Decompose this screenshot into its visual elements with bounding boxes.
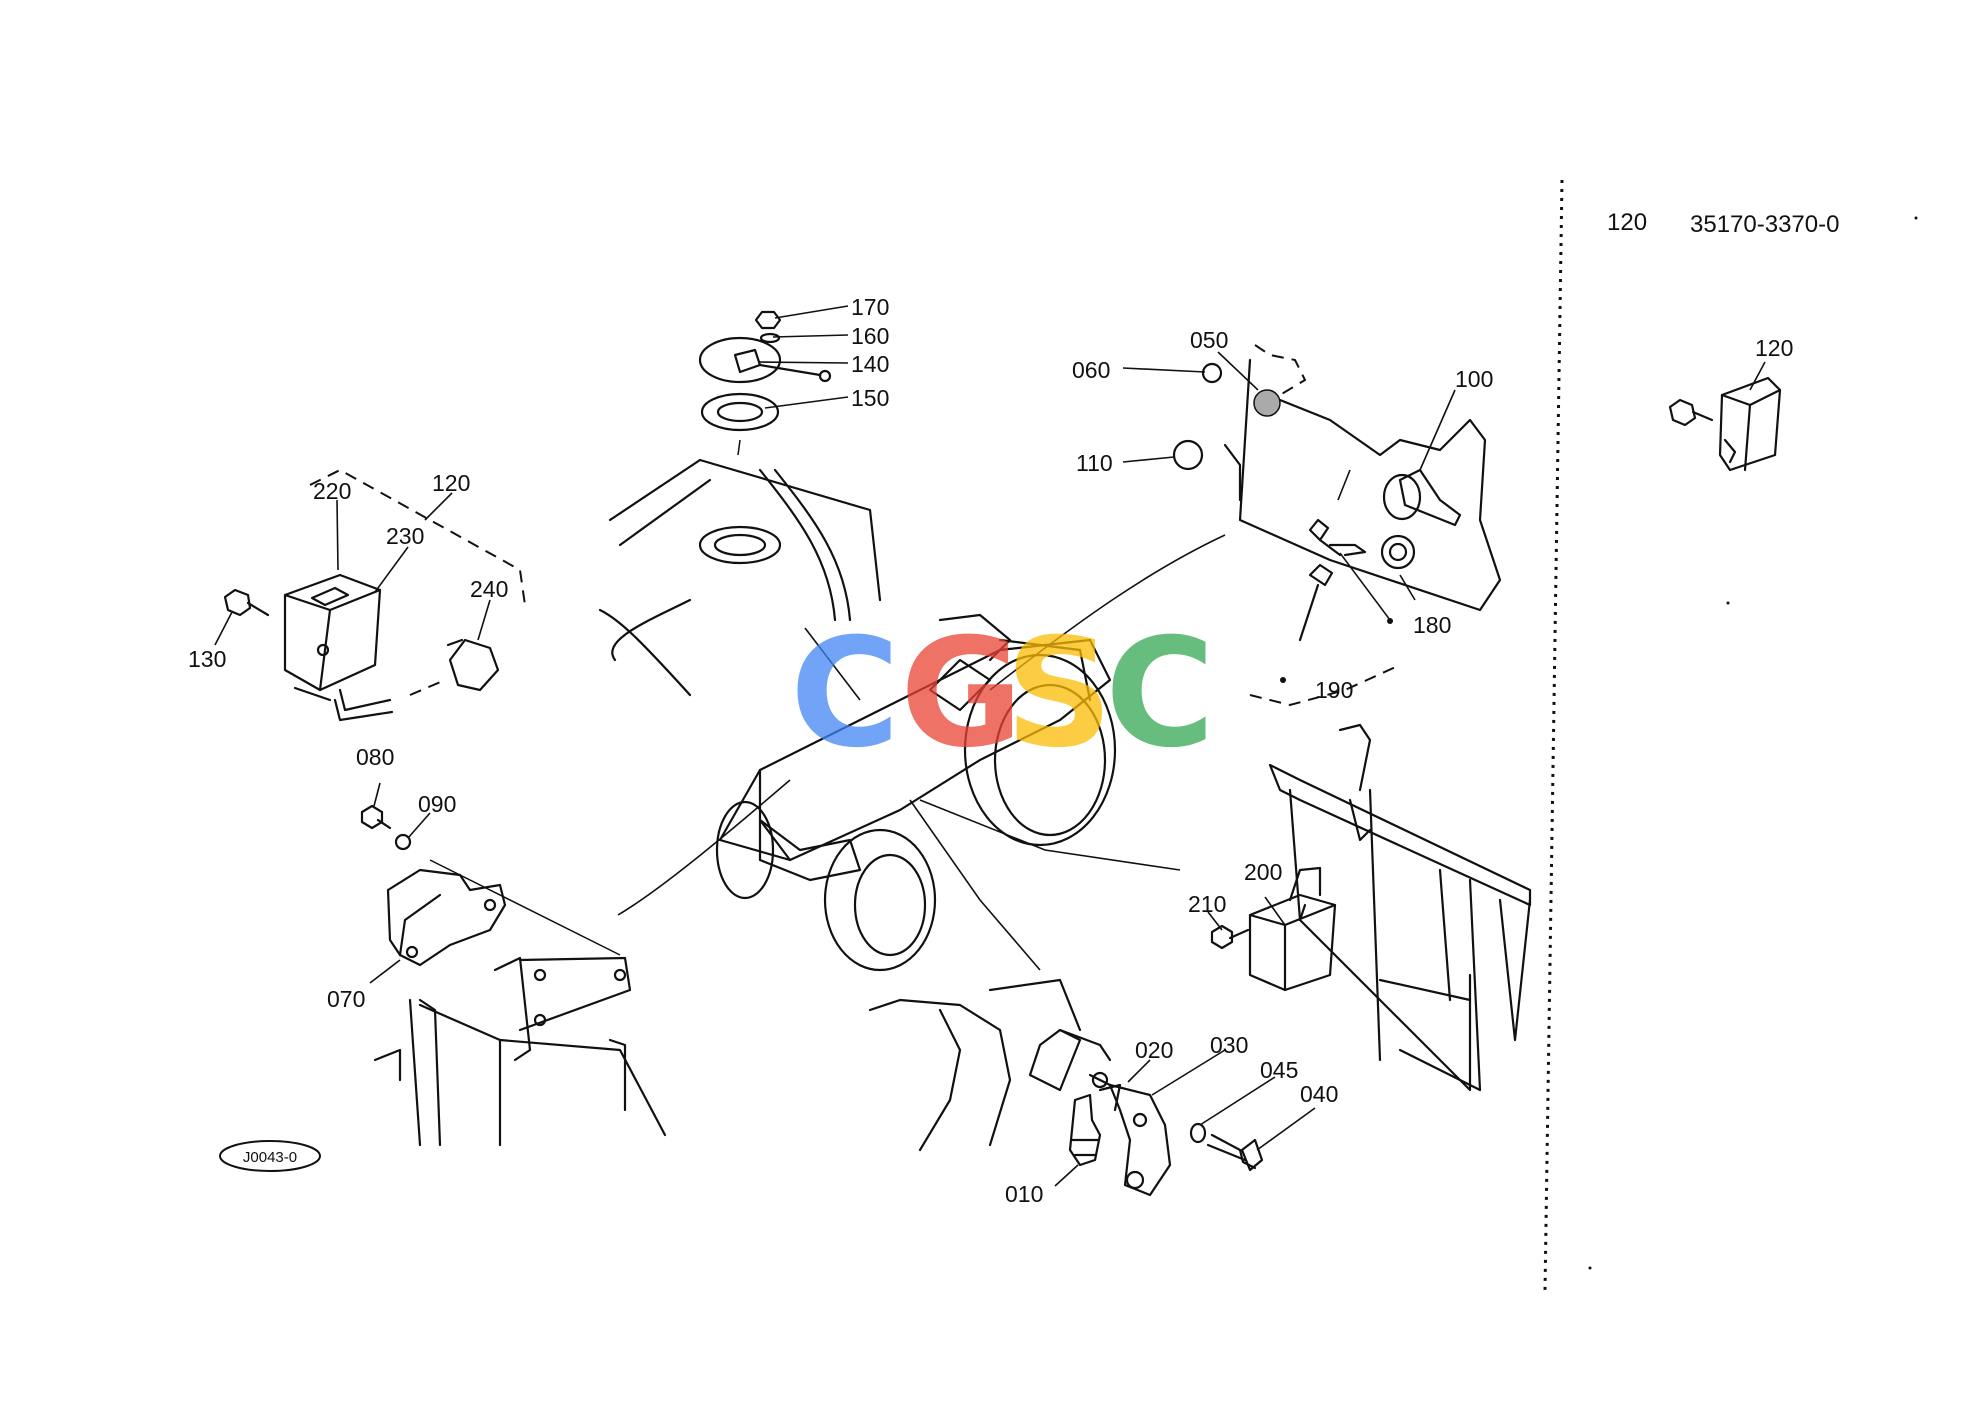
callout-060: 060 [1072, 357, 1110, 383]
callout-230: 230 [386, 523, 424, 549]
diagram-id-stamp: J0043-0 [219, 1140, 321, 1172]
callout-030: 030 [1210, 1032, 1248, 1058]
watermark-letter-g: G [900, 607, 1023, 781]
watermark-letter-s: S [1005, 607, 1113, 781]
callout-210: 210 [1188, 891, 1226, 917]
callout-010: 010 [1005, 1181, 1043, 1207]
callout-020: 020 [1135, 1037, 1173, 1063]
callout-160: 160 [851, 323, 889, 349]
side-figure-label: 120 [1755, 335, 1793, 361]
callout-140: 140 [851, 351, 889, 377]
diagram-id-text: J0043-0 [243, 1149, 297, 1166]
key-switch-assembly [1172, 344, 1502, 707]
callout-labels: 170 160 140 150 050 060 110 100 180 190 … [188, 294, 1493, 1207]
callout-110: 110 [1076, 450, 1113, 476]
callout-100: 100 [1455, 366, 1493, 392]
side-panel: 120 35170-3370-0 120 [1543, 179, 1918, 1291]
tractor-leader-lines [617, 534, 1226, 971]
callout-045: 045 [1260, 1057, 1298, 1083]
watermark-letter-c2: C [1105, 607, 1215, 781]
callout-080: 080 [356, 744, 394, 770]
tractor-illustration [715, 613, 1117, 972]
meter-mount-assembly [360, 804, 667, 1147]
callout-130: 130 [188, 646, 226, 672]
callout-120: 120 [432, 470, 470, 496]
watermark-logo: C G S C [790, 607, 1215, 781]
callout-leaders [214, 305, 1456, 1187]
controller-assembly [223, 468, 526, 722]
callout-240: 240 [470, 576, 508, 602]
callout-070: 070 [327, 986, 365, 1012]
callout-050: 050 [1190, 327, 1228, 353]
callout-040: 040 [1300, 1081, 1338, 1107]
fuel-tank-assembly [598, 310, 882, 697]
callout-090: 090 [418, 791, 456, 817]
callout-150: 150 [851, 385, 889, 411]
callout-180: 180 [1413, 612, 1451, 638]
callout-200: 200 [1244, 859, 1282, 885]
bracket-assembly [868, 978, 1264, 1197]
watermark-letter-c1: C [790, 607, 900, 781]
callout-190: 190 [1315, 677, 1353, 703]
side-part-number: 35170-3370-0 [1690, 211, 1839, 238]
relay-mount-assembly [1210, 723, 1532, 1092]
callout-170: 170 [851, 294, 889, 320]
side-ref-number: 120 [1607, 209, 1647, 236]
callout-220: 220 [313, 478, 351, 504]
